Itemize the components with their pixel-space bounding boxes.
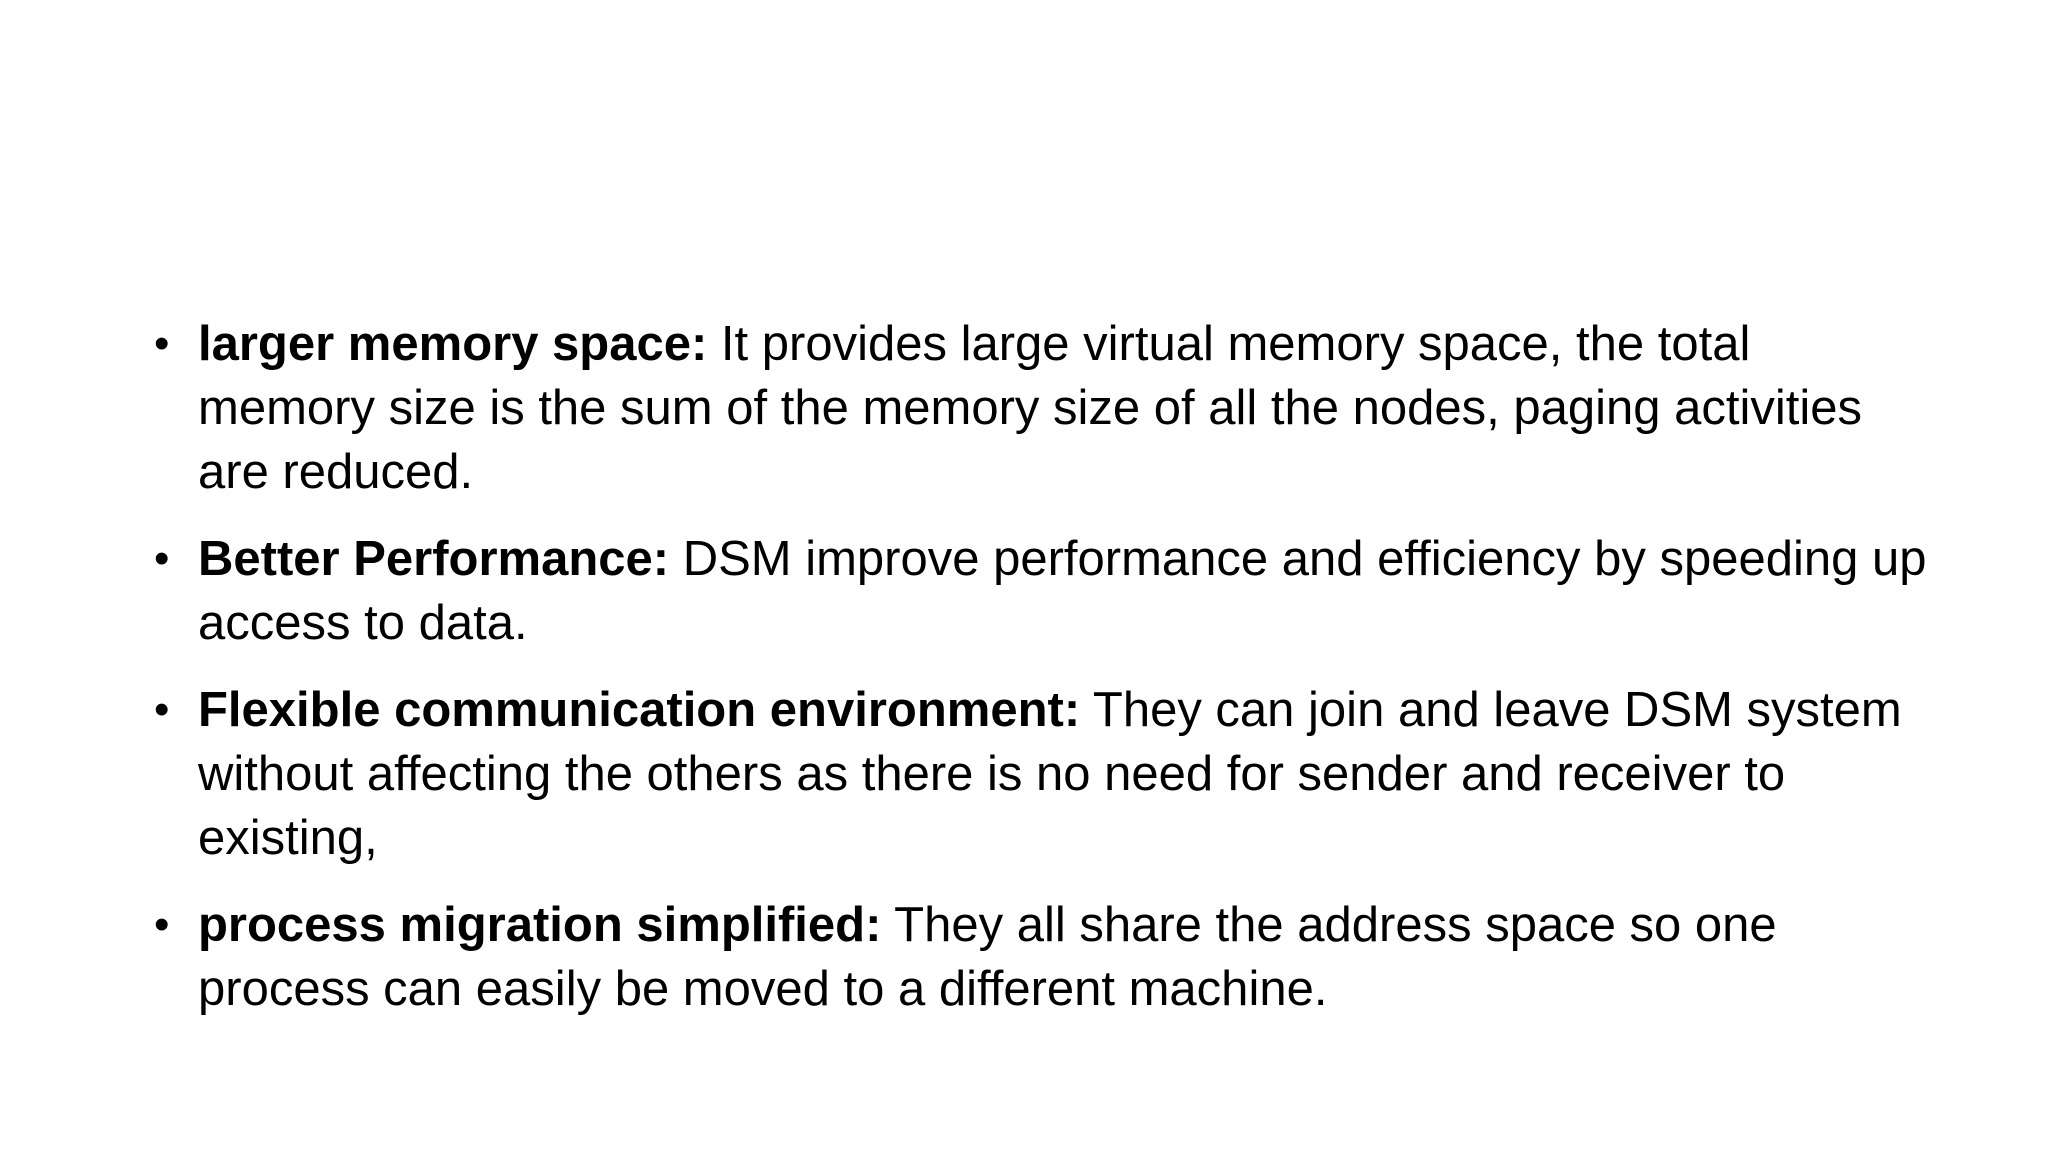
bullet-term: process migration simplified: [198, 898, 882, 952]
bullet-item-better-performance: • Better Performance: DSM improve perfor… [150, 527, 1930, 655]
bullet-dot-icon: • [154, 534, 170, 583]
bullet-item-flexible-communication: • Flexible communication environment: Th… [150, 678, 1930, 870]
bullet-term: Better Performance: [198, 532, 670, 586]
bullet-text: They can join and leave DSM system witho… [198, 683, 1902, 865]
bullet-text: DSM improve performance and efficiency b… [198, 532, 1927, 650]
bullet-dot-icon: • [154, 319, 170, 368]
bullet-item-larger-memory-space: • larger memory space: It provides large… [150, 312, 1930, 504]
bullet-term: Flexible communication environment: [198, 683, 1081, 737]
bullet-dot-icon: • [154, 685, 170, 734]
bullet-dot-icon: • [154, 900, 170, 949]
bullet-text: They all share the address space so one … [198, 898, 1777, 1016]
bullet-list: • larger memory space: It provides large… [150, 312, 1930, 1044]
bullet-item-process-migration: • process migration simplified: They all… [150, 893, 1930, 1021]
bullet-text: It provides large virtual memory space, … [198, 317, 1862, 499]
bullet-term: larger memory space: [198, 317, 708, 371]
